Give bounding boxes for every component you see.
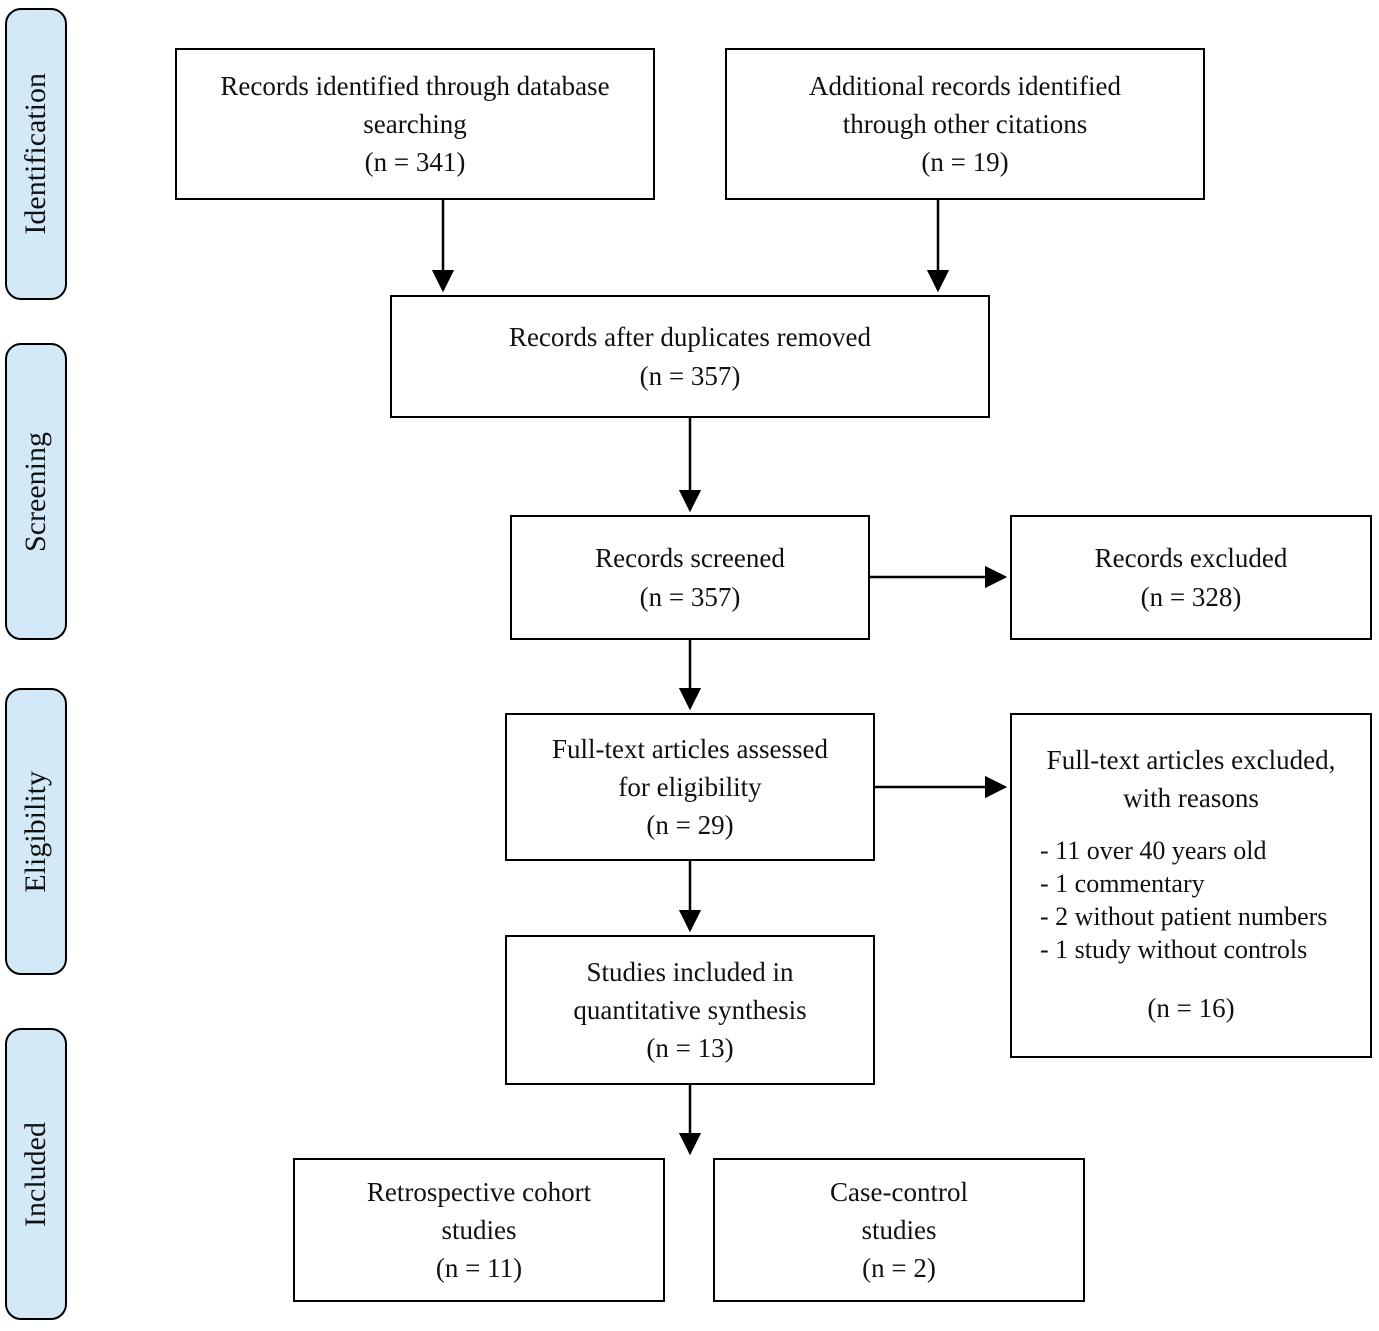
stage-label-eligibility: Eligibility — [5, 688, 67, 975]
box-text-line: studies — [441, 1214, 517, 1245]
box-retrospective-cohort: Retrospective cohort studies (n = 11) — [293, 1158, 665, 1302]
box-records-screened: Records screened (n = 357) — [510, 515, 870, 640]
stage-label-identification: Identification — [5, 8, 67, 300]
box-text-line: Additional records identified — [809, 70, 1121, 101]
box-count: (n = 16) — [1147, 992, 1235, 1023]
box-count: (n = 11) — [435, 1253, 523, 1284]
stage-label-screening: Screening — [5, 343, 67, 640]
exclusion-reason-item: - 2 without patient numbers — [1040, 902, 1328, 932]
box-text-line: studies — [861, 1214, 937, 1245]
stage-label-text: Included — [19, 1121, 52, 1227]
box-case-control: Case-control studies (n = 2) — [713, 1158, 1085, 1302]
exclusion-reason-item: - 1 study without controls — [1040, 935, 1308, 965]
box-heading: Full-text articles excluded, with reason… — [1047, 741, 1336, 818]
box-text-line: for eligibility — [618, 771, 762, 802]
box-quantitative-synthesis: Studies included in quantitative synthes… — [505, 935, 875, 1085]
box-text-line: Studies included in — [586, 956, 794, 987]
box-text-line: with reasons — [1123, 783, 1259, 814]
box-count: (n = 328) — [1140, 581, 1242, 612]
box-text-line: Full-text articles excluded, — [1046, 745, 1336, 775]
box-fulltext-assessed: Full-text articles assessed for eligibil… — [505, 713, 875, 861]
box-after-duplicates: Records after duplicates removed (n = 35… — [390, 295, 990, 418]
box-count: (n = 13) — [646, 1033, 734, 1064]
box-count: (n = 29) — [646, 810, 734, 841]
box-text-line: Retrospective cohort — [366, 1176, 592, 1207]
box-text-line: searching — [363, 108, 467, 139]
box-text-line: through other citations — [842, 108, 1088, 139]
stage-label-text: Identification — [19, 73, 52, 235]
box-text-line: Records after duplicates removed — [508, 322, 872, 353]
box-count: (n = 357) — [639, 581, 741, 612]
box-text-line: Records screened — [595, 543, 785, 574]
box-text-line: Case-control — [830, 1176, 968, 1207]
stage-label-text: Eligibility — [19, 770, 52, 893]
box-fulltext-excluded: Full-text articles excluded, with reason… — [1010, 713, 1372, 1058]
box-count: (n = 2) — [862, 1253, 936, 1284]
box-text-line: quantitative synthesis — [573, 994, 807, 1025]
stage-label-included: Included — [5, 1028, 67, 1320]
box-count: (n = 357) — [639, 360, 741, 391]
box-text-line: Records identified through database — [220, 70, 610, 101]
exclusion-reasons-list: - 11 over 40 years old - 1 commentary - … — [1026, 834, 1327, 967]
exclusion-reason-item: - 1 commentary — [1040, 868, 1205, 898]
box-records-excluded: Records excluded (n = 328) — [1010, 515, 1372, 640]
box-count: (n = 19) — [921, 147, 1009, 178]
stage-label-text: Screening — [19, 431, 52, 552]
box-records-identified: Records identified through database sear… — [175, 48, 655, 200]
box-text-line: Full-text articles assessed — [552, 733, 828, 764]
box-additional-records: Additional records identified through ot… — [725, 48, 1205, 200]
exclusion-reason-item: - 11 over 40 years old — [1040, 835, 1267, 865]
box-text-line: Records excluded — [1094, 543, 1288, 574]
box-count: (n = 341) — [364, 147, 466, 178]
